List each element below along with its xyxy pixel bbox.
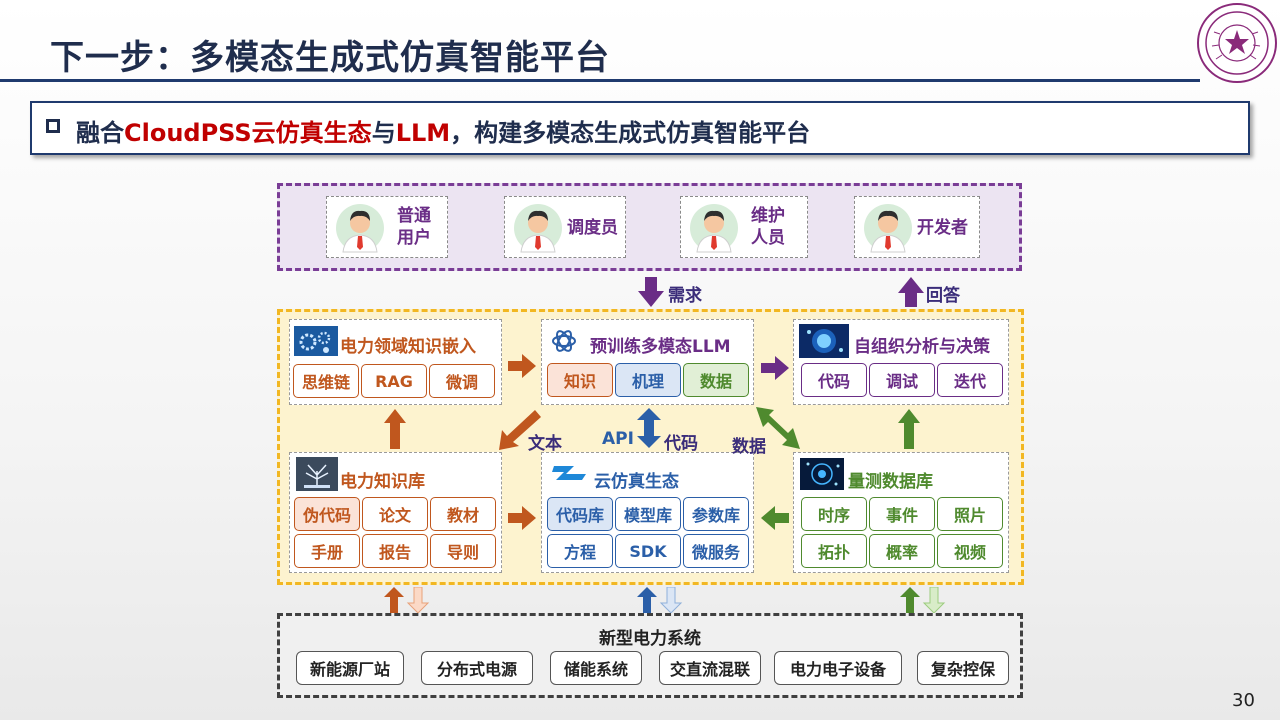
- title-divider: [0, 79, 1200, 82]
- user-label: 开发者: [917, 218, 968, 238]
- page-title: 下一步：多模态生成式仿真智能平台: [50, 38, 610, 78]
- chip-finetune: 微调: [429, 364, 495, 398]
- cloudpss-logo-icon: [552, 466, 586, 480]
- person-avatar-icon: [864, 204, 912, 253]
- panel-title: 自组织分析与决策: [854, 337, 990, 357]
- chip-code: 代码: [801, 363, 867, 397]
- down-arrow-icon: [638, 277, 664, 307]
- data-label: 数据: [732, 437, 766, 457]
- power-system-group: 新型电力系统 新能源厂站 分布式电源 储能系统 交直流混联 电力电子设备 复杂控…: [277, 613, 1023, 698]
- chip-reports: 报告: [362, 534, 428, 568]
- panel-title: 电力知识库: [340, 472, 425, 492]
- system-item: 新能源厂站: [296, 651, 404, 685]
- right-arrow-icon: [508, 354, 536, 378]
- chip-guidelines: 导则: [430, 534, 496, 568]
- openai-logo-icon: [552, 330, 576, 352]
- chip-mechanism: 机理: [615, 363, 681, 397]
- system-item: 储能系统: [550, 651, 642, 685]
- chip-photos: 照片: [937, 497, 1003, 531]
- chip-textbooks: 教材: [430, 497, 496, 531]
- user-card-developer: 开发者: [854, 196, 980, 258]
- diagonal-arrow-icon: [499, 410, 541, 450]
- system-item: 复杂控保: [917, 651, 1009, 685]
- panel-title: 云仿真生态: [594, 472, 679, 492]
- chip-probability: 概率: [869, 534, 935, 568]
- bullet-square-icon: [46, 119, 60, 133]
- user-label: 维护人员: [751, 206, 785, 248]
- system-item: 分布式电源: [421, 651, 533, 685]
- system-item: 交直流混联: [659, 651, 761, 685]
- tree-book-icon: [296, 457, 338, 491]
- data-network-icon: [800, 458, 844, 490]
- user-label: 调度员: [567, 218, 618, 238]
- demand-label: 需求: [668, 286, 702, 306]
- bidirectional-arrow-pair-icon: [900, 587, 946, 613]
- subtitle-text: 融合CloudPSS云仿真生态与LLM，构建多模态生成式仿真智能平台: [76, 119, 811, 147]
- chip-video: 视频: [937, 534, 1003, 568]
- chip-papers: 论文: [362, 497, 428, 531]
- person-avatar-icon: [336, 204, 384, 253]
- cloud-simulation-panel: 云仿真生态 代码库 模型库 参数库 方程 SDK 微服务: [541, 452, 754, 573]
- chip-time-series: 时序: [801, 497, 867, 531]
- left-arrow-icon: [761, 506, 789, 530]
- chip-debug: 调试: [869, 363, 935, 397]
- chip-sdk: SDK: [615, 534, 681, 568]
- ai-brain-icon: [799, 324, 849, 358]
- chip-topology: 拓扑: [801, 534, 867, 568]
- diagonal-bidirectional-arrow-icon: [756, 407, 800, 449]
- person-avatar-icon: [514, 204, 562, 253]
- user-card-dispatcher: 调度员: [504, 196, 626, 258]
- users-group: 普通用户 调度员 维护人员 开发者: [277, 183, 1022, 271]
- api-label: API: [602, 429, 634, 449]
- up-arrow-icon: [384, 409, 406, 449]
- text-label: 文本: [528, 434, 562, 454]
- university-seal-logo: [1197, 3, 1277, 83]
- up-arrow-icon: [898, 409, 920, 449]
- bidirectional-arrow-pair-icon: [637, 587, 683, 613]
- code-label: 代码: [664, 434, 698, 454]
- bidirectional-arrow-icon: [637, 408, 661, 448]
- chip-parameter-library: 参数库: [683, 497, 749, 531]
- measurement-database-panel: 量测数据库 时序 事件 照片 拓扑 概率 视频: [793, 452, 1009, 573]
- chip-data: 数据: [683, 363, 749, 397]
- subtitle-banner: 融合CloudPSS云仿真生态与LLM，构建多模态生成式仿真智能平台: [30, 101, 1250, 155]
- chip-code-library: 代码库: [547, 497, 613, 531]
- chip-iterate: 迭代: [937, 363, 1003, 397]
- right-arrow-icon: [508, 506, 536, 530]
- user-card-general: 普通用户: [326, 196, 448, 258]
- llm-panel: 预训练多模态LLM 知识 机理 数据: [541, 319, 754, 405]
- panel-title: 电力领域知识嵌入: [340, 337, 476, 357]
- up-arrow-icon: [898, 277, 924, 307]
- chip-cot: 思维链: [293, 364, 359, 398]
- chip-model-library: 模型库: [615, 497, 681, 531]
- chip-knowledge: 知识: [547, 363, 613, 397]
- chip-manuals: 手册: [294, 534, 360, 568]
- user-label: 普通用户: [397, 206, 431, 248]
- chip-microservices: 微服务: [683, 534, 749, 568]
- knowledge-embedding-panel: 电力领域知识嵌入 思维链 RAG 微调: [289, 319, 502, 405]
- system-item: 电力电子设备: [774, 651, 902, 685]
- gears-icon: [294, 326, 338, 356]
- panel-title: 量测数据库: [848, 472, 933, 492]
- page-number: 30: [1232, 690, 1255, 711]
- answer-label: 回答: [926, 286, 960, 306]
- knowledge-base-panel: 电力知识库 伪代码 论文 教材 手册 报告 导则: [289, 452, 502, 573]
- self-organizing-panel: 自组织分析与决策 代码 调试 迭代: [793, 319, 1009, 405]
- chip-equations: 方程: [547, 534, 613, 568]
- person-avatar-icon: [690, 204, 738, 253]
- chip-rag: RAG: [361, 364, 427, 398]
- chip-pseudocode: 伪代码: [294, 497, 360, 531]
- user-card-maintenance: 维护人员: [680, 196, 808, 258]
- power-system-title: 新型电力系统: [599, 629, 701, 649]
- chip-events: 事件: [869, 497, 935, 531]
- panel-title: 预训练多模态LLM: [590, 337, 731, 357]
- bidirectional-arrow-pair-icon: [384, 587, 430, 613]
- right-arrow-icon: [761, 356, 789, 380]
